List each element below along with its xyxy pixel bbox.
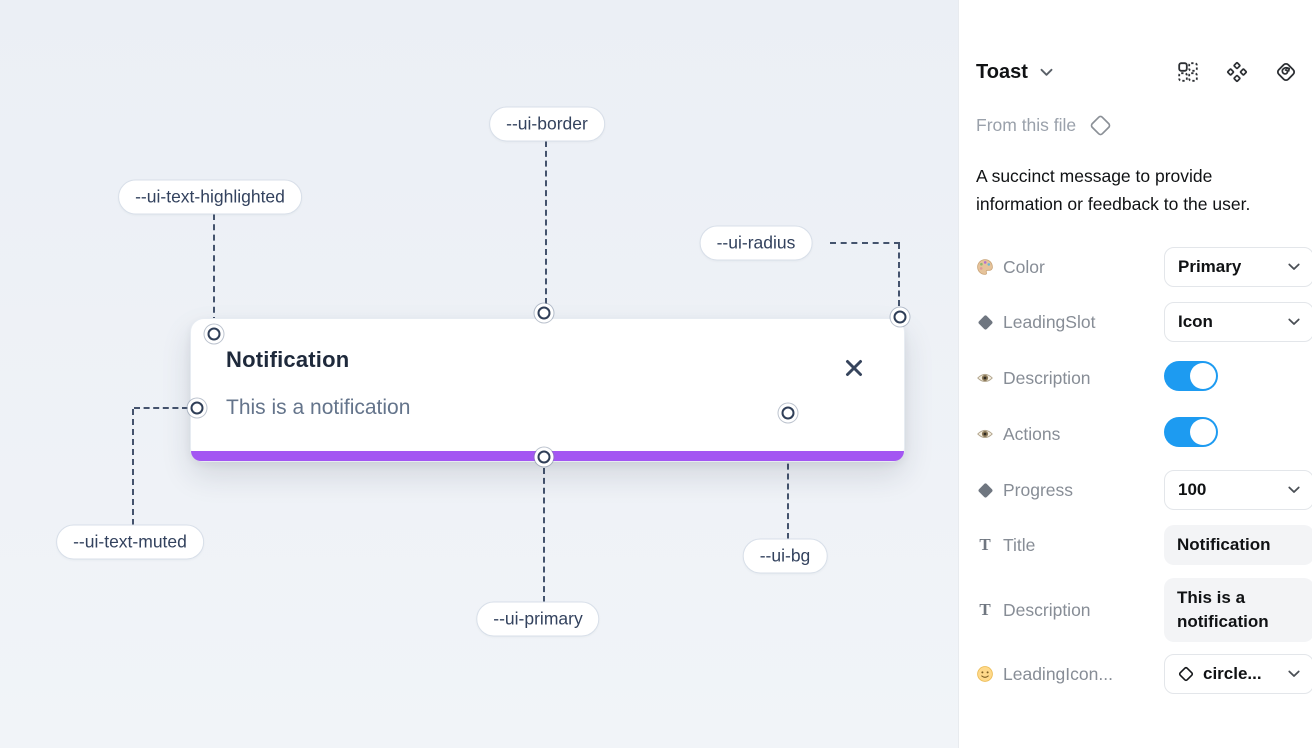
component-description: A succinct message to provide informatio… [976,166,1251,214]
connector-ui-text-muted-h [134,407,188,409]
file-diamond-icon [1090,115,1111,136]
node-text-muted[interactable] [190,401,204,415]
source-row: From this file [976,114,1112,137]
component-name: Toast [976,60,1028,83]
prop-label: Actions [1003,423,1061,444]
leadingicon-dropdown[interactable]: circle... [1164,654,1312,694]
label-ui-text-muted[interactable]: --ui-text-muted [56,524,204,560]
prop-label: LeadingSlot [1003,311,1096,332]
label-ui-radius[interactable]: --ui-radius [699,225,813,261]
color-dropdown[interactable]: Primary [1164,247,1312,287]
prop-label: Progress [1003,479,1074,500]
chevron-down-icon[interactable] [1040,68,1053,77]
text-icon: T [979,600,991,619]
connector-ui-text-highlighted [213,214,215,323]
eye-icon [976,369,994,387]
palette-icon [976,258,994,276]
label-ui-border[interactable]: --ui-border [489,106,605,142]
node-border[interactable] [537,306,551,320]
prop-label: Color [1003,256,1045,277]
label-ui-bg[interactable]: --ui-bg [742,538,828,574]
prop-label: Description [1003,367,1091,388]
swap-diamond-icon[interactable] [1274,60,1298,84]
connector-ui-primary [543,468,545,602]
instance-diamond-icon [1178,666,1194,682]
prop-label: LeadingIcon... [1003,663,1113,684]
prop-row-leadingslot: LeadingSlot Icon [976,302,1312,342]
eye-icon [976,425,994,443]
connector-ui-radius-h [830,242,900,244]
source-label: From this file [976,115,1077,135]
properties-panel: Toast [958,0,1312,748]
prop-label: Description [1003,599,1091,620]
title-field[interactable]: Notification [1164,525,1312,565]
text-icon: T [979,535,991,554]
close-icon[interactable] [843,357,865,379]
toast-description: This is a notification [226,396,411,419]
chevron-down-icon [1288,318,1300,326]
connector-ui-text-muted-v [132,409,134,525]
diamond-icon [976,313,994,331]
prop-row-description-text: T Description This is a notification [976,578,1312,642]
node-bg[interactable] [781,406,795,420]
smiley-icon [976,665,994,683]
label-ui-primary[interactable]: --ui-primary [476,601,600,637]
component-canvas: Notification This is a notification --ui… [0,0,958,748]
leadingslot-dropdown[interactable]: Icon [1164,302,1312,342]
prop-row-color: Color Primary [976,247,1312,287]
connector-ui-border [545,141,547,304]
description-field[interactable]: This is a notification [1164,578,1312,642]
node-radius[interactable] [893,310,907,324]
prop-row-progress: Progress 100 [976,470,1312,510]
connector-ui-radius-v [898,243,900,306]
instance-grid-icon[interactable] [1176,60,1200,84]
toast-component: Notification This is a notification [190,318,905,462]
prop-label: Title [1003,534,1036,555]
chevron-down-icon [1288,670,1300,678]
node-text-highlighted[interactable] [207,327,221,341]
connector-ui-bg [787,424,789,539]
label-ui-text-highlighted[interactable]: --ui-text-highlighted [118,179,302,215]
diamond-icon [976,481,994,499]
panel-header: Toast [976,56,1298,88]
prop-row-title: T Title Notification [976,525,1312,565]
chevron-down-icon [1288,263,1300,271]
chevron-down-icon [1288,486,1300,494]
toast-title: Notification [226,347,350,372]
prop-row-actions-toggle: Actions [976,414,1298,454]
node-primary[interactable] [537,450,551,464]
prop-row-description-toggle: Description [976,358,1298,398]
actions-toggle[interactable] [1164,416,1218,447]
progress-dropdown[interactable]: 100 [1164,470,1312,510]
description-toggle[interactable] [1164,360,1218,391]
prop-row-leadingicon: LeadingIcon... circle... [976,654,1312,694]
components-icon[interactable] [1225,60,1249,84]
